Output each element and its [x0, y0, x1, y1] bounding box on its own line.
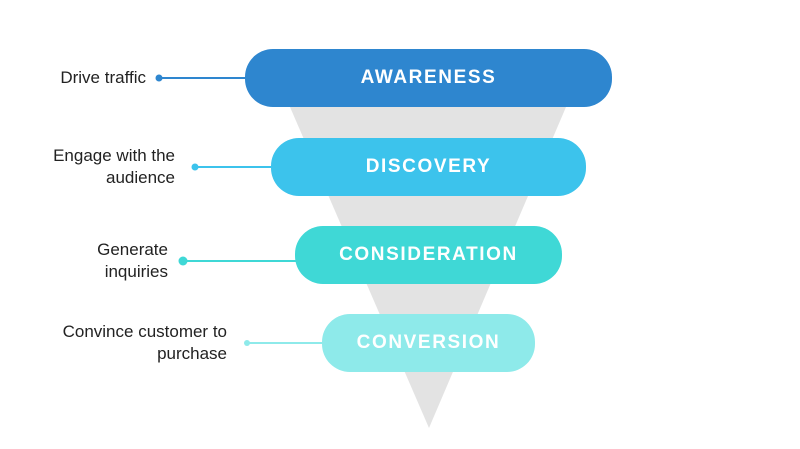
- connector-dot-discovery: [191, 163, 199, 171]
- goal-awareness-line-1: Drive traffic: [60, 68, 146, 87]
- goal-conversion-line-2: purchase: [157, 344, 227, 363]
- stage-consideration-label: CONSIDERATION: [339, 244, 518, 265]
- stage-conversion: CONVERSION: [322, 314, 535, 372]
- goal-consideration: Generate inquiries: [97, 239, 168, 283]
- goal-discovery-line-2: audience: [105, 168, 175, 187]
- stage-consideration: CONSIDERATION: [295, 226, 562, 284]
- stage-awareness-label: AWARENESS: [360, 67, 497, 88]
- goal-discovery: Engage with the audience: [53, 145, 175, 189]
- goal-discovery-line-1: Engage with the: [53, 146, 175, 165]
- goal-awareness: Drive traffic: [60, 67, 146, 89]
- goal-conversion: Convince customer to purchase: [63, 321, 227, 365]
- stage-discovery-label: DISCOVERY: [365, 156, 492, 177]
- connector-dot-conversion: [244, 340, 250, 346]
- stage-discovery: DISCOVERY: [271, 138, 586, 196]
- goal-conversion-line-1: Convince customer to: [62, 322, 227, 341]
- connector-dot-consideration: [178, 256, 188, 266]
- stage-awareness: AWARENESS: [245, 49, 612, 107]
- stage-conversion-label: CONVERSION: [356, 332, 501, 353]
- goal-consideration-line-2: inquiries: [104, 262, 168, 281]
- goal-consideration-line-1: Generate: [97, 240, 168, 259]
- connector-dot-awareness: [155, 74, 163, 82]
